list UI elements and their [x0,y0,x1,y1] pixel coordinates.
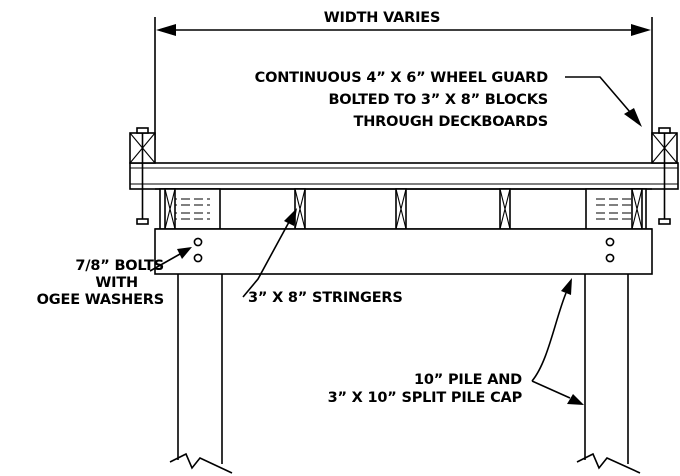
bolt-nut [658,218,671,225]
pile-cap [154,228,653,275]
stringer [499,188,511,230]
bolts-label-line2: WITH [95,275,138,291]
stringer-row [155,188,652,230]
width-dimension: WIDTH VARIES [154,8,653,140]
stringers-leader [242,221,290,298]
pile-left [169,274,233,474]
pile-right [576,274,641,474]
pile-cap-leader [531,292,567,382]
pile-leader [531,380,571,399]
pile-right-break-line [576,452,641,474]
dimension-text-mask [305,8,463,24]
stringers-arrowhead [284,208,297,226]
bolt-head [136,127,149,134]
bolts-label-line1: 7/8” BOLTS [75,258,164,274]
pile-label-line2: 3” X 10” SPLIT PILE CAP [328,390,523,406]
wheel-guard-leader [565,76,631,113]
wheel-guard-label-line3: THROUGH DECKBOARDS [354,114,548,130]
bolt-hole [605,253,615,263]
bolt-hole [605,237,615,247]
bolts-label-line3: OGEE WASHERS [37,292,164,308]
stringer [631,188,643,230]
pile-callout: 10” PILE AND 3” X 10” SPLIT PILE CAP [328,278,584,406]
dimension-arrowhead-left [156,24,176,36]
bolts-leader [149,253,181,272]
wheel-guard-label-line1: CONTINUOUS 4” X 6” WHEEL GUARD [255,70,548,86]
stringers-callout: 3” X 8” STRINGERS [242,208,403,306]
bolt-hole [193,253,203,263]
bolt-hole [193,237,203,247]
pile-arrowhead [567,394,584,405]
deckboards [129,162,679,190]
wheel-guard-right [651,127,678,225]
pile-label-line1: 10” PILE AND [414,372,522,388]
wheel-guard-arrowhead [624,108,642,127]
dimension-arrowhead-right [631,24,651,36]
width-label: WIDTH VARIES [324,10,440,26]
pile-left-break-line [169,452,233,474]
bolt-nut [136,218,149,225]
bolts-callout: 7/8” BOLTS WITH OGEE WASHERS [37,247,192,308]
wheel-guard-left [129,127,156,225]
deckboard-section [129,162,679,190]
pile-cap-arrowhead [561,278,572,295]
bolts-arrowhead [177,247,192,259]
bolt-head [658,127,671,134]
pile-cap-beam [154,228,653,275]
stringer [395,188,407,230]
wheel-guard-callout: CONTINUOUS 4” X 6” WHEEL GUARD BOLTED TO… [255,70,642,130]
wheel-guard-label-line2: BOLTED TO 3” X 8” BLOCKS [328,92,548,108]
stringers-label: 3” X 8” STRINGERS [248,290,403,306]
stringer [164,188,176,230]
